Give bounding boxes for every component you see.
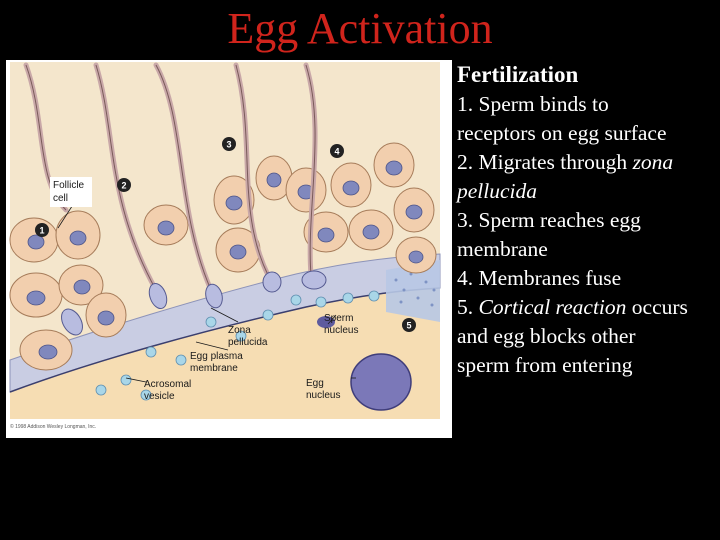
label-egg-nucleus-1: Egg — [306, 378, 324, 389]
step-1-line-b: receptors on egg surface — [457, 121, 667, 145]
marker-4: 4 — [334, 147, 339, 157]
marker-2: 2 — [121, 181, 126, 191]
step-markers: 1 2 3 4 5 — [35, 137, 416, 332]
label-acrosomal-2: vesicle — [144, 391, 175, 402]
label-zona-2: pellucida — [228, 337, 268, 348]
step-3-line-a: 3. Sperm reaches egg — [457, 208, 641, 232]
step-4-line: 4. Membranes fuse — [457, 266, 622, 290]
panel-heading: Fertilization — [457, 62, 579, 87]
label-plasma-1: Egg plasma — [190, 351, 243, 362]
step-5-line-a: 5. Cortical reaction occurs — [457, 295, 688, 319]
label-zona-1: Zona — [228, 325, 251, 336]
label-follicle-cell-2: cell — [53, 193, 68, 204]
label-follicle-cell-1: Follicle — [53, 180, 85, 191]
fertilization-steps: Fertilization 1. Sperm binds to receptor… — [457, 60, 720, 380]
marker-5: 5 — [406, 321, 411, 331]
marker-1: 1 — [39, 226, 44, 236]
step-3-line-b: membrane — [457, 237, 548, 261]
cortical-reaction-region — [386, 260, 440, 322]
diagram-labels: Follicle cell Zona pellucida Sperm nucle… — [10, 177, 358, 430]
sperm-heads — [61, 270, 327, 336]
marker-3: 3 — [226, 140, 231, 150]
sperm-nucleus — [317, 316, 335, 328]
fertilization-diagram: 1 2 3 4 5 Follicle cell Zona pellucida S… — [6, 60, 452, 438]
step-2-line-b: pellucida — [457, 179, 538, 203]
label-sperm-nucleus-2: nucleus — [324, 325, 358, 336]
step-2-line-a: 2. Migrates through zona — [457, 150, 674, 174]
copyright-notice: © 1998 Addison Wesley Longman, Inc. — [10, 423, 96, 430]
label-plasma-2: membrane — [190, 363, 238, 374]
label-sperm-nucleus-1: Sperm — [324, 313, 353, 324]
label-egg-nucleus-2: nucleus — [306, 390, 340, 401]
step-5-line-c: sperm from entering — [457, 353, 633, 377]
slide-title: Egg Activation — [227, 4, 493, 53]
step-5-line-b: and egg blocks other — [457, 324, 636, 348]
step-1-line-a: 1. Sperm binds to — [457, 92, 609, 116]
cortical-granules — [95, 290, 380, 401]
label-acrosomal-1: Acrosomal — [144, 379, 191, 390]
egg-nucleus — [350, 353, 412, 411]
